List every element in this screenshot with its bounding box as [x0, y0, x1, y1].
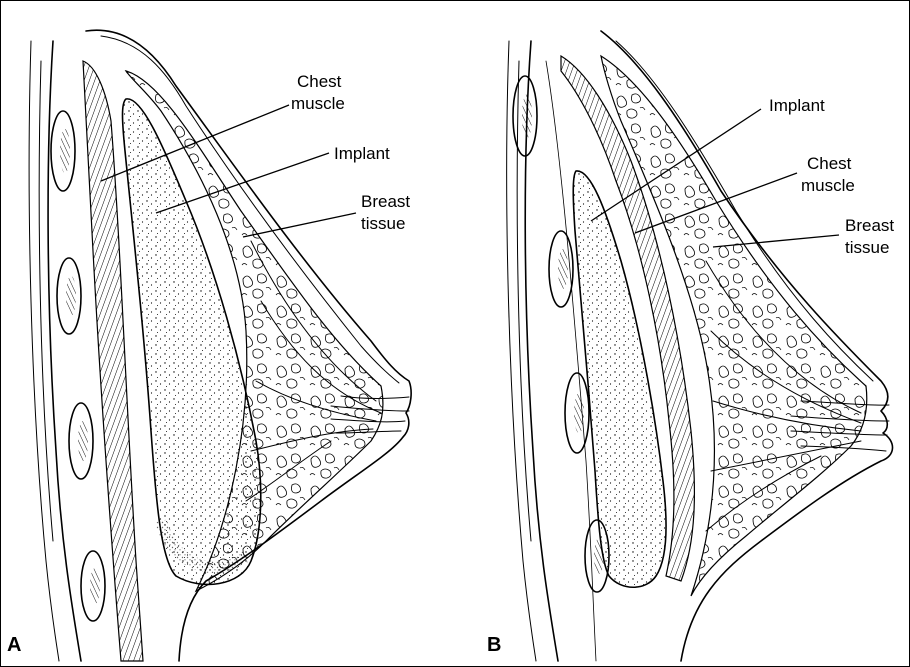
panel-a-letter: A [7, 634, 21, 656]
panel-a-label-chest-muscle-line1: Chest [297, 72, 342, 91]
panel-b-label-breast-tissue-line1: Breast [845, 216, 894, 235]
panel-b-chest-wall [525, 41, 558, 661]
panel-a-label-breast-tissue-line1: Breast [361, 192, 410, 211]
panel-b-letter: B [487, 634, 501, 656]
panel-a-label-breast-tissue-line2: tissue [361, 214, 405, 233]
panel-b-label-chest-muscle-line2: muscle [801, 176, 855, 195]
panel-b-label-chest-muscle-line1: Chest [807, 154, 852, 173]
panel-b-label-implant: Implant [769, 96, 825, 115]
panel-a-label-chest-muscle-line2: muscle [291, 94, 345, 113]
panel-a-label-implant: Implant [334, 144, 390, 163]
panel-a-implant [123, 99, 261, 585]
panel-b-label-breast-tissue-line2: tissue [845, 238, 889, 257]
panel-a-leader-implant [156, 153, 329, 213]
panel-b: Implant Chest muscle Breast tissue B [487, 31, 894, 661]
panel-a-leader-breast-tissue [243, 213, 356, 237]
panel-a: Chest muscle Implant Breast tissue A [7, 30, 411, 661]
